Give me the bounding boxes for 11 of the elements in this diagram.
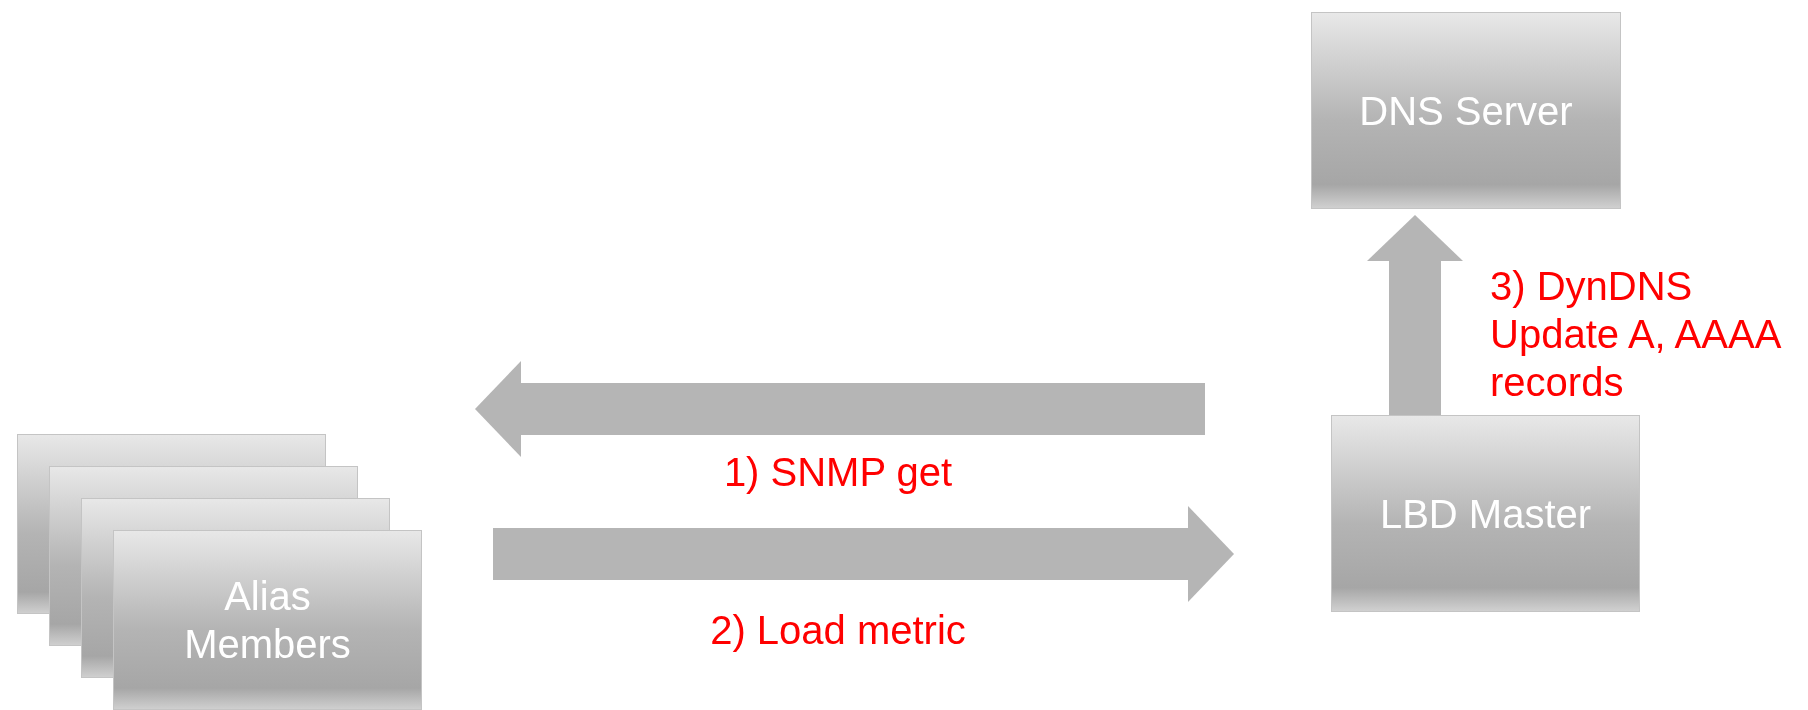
block-arrow [475, 361, 1205, 457]
edge-label: 1) SNMP get [722, 449, 954, 496]
node-label: LBD Master [1379, 490, 1592, 538]
edge-label: 2) Load metric [709, 607, 967, 654]
server-box [1311, 12, 1621, 209]
server-box [1331, 415, 1640, 612]
node-label: Alias Members [183, 573, 352, 668]
node-label: DNS Server [1359, 87, 1573, 135]
edge-label: 3) DynDNS Update A, AAAA records [1490, 263, 1781, 406]
block-arrow [1367, 215, 1463, 415]
block-arrow [493, 506, 1234, 602]
